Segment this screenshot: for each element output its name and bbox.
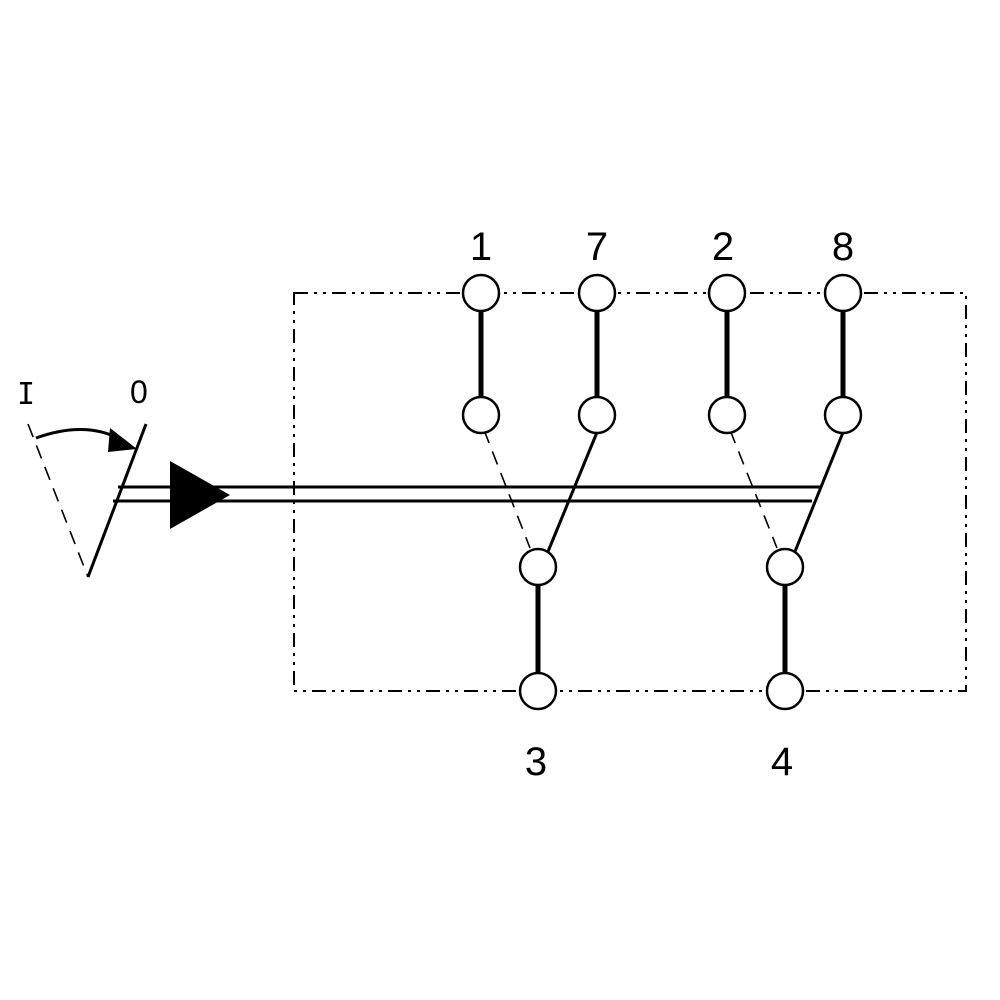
terminal-7 (577, 273, 617, 313)
switch-enclosure (293, 292, 967, 692)
position-off-label: 0 (130, 374, 148, 410)
mechanical-linkage (113, 461, 820, 529)
left-contact-open-path (483, 429, 531, 549)
terminal-label-3: 3 (525, 740, 547, 784)
rotation-arrowhead (108, 428, 137, 452)
terminal-label-8: 8 (832, 225, 854, 269)
terminal-8 (823, 273, 863, 313)
left-contact-blade (545, 424, 602, 555)
terminal-3 (518, 671, 558, 711)
pole-left (461, 273, 617, 711)
right-contact-blade (792, 424, 848, 555)
terminal-label-7: 7 (586, 225, 608, 269)
contact-8-fixed (823, 395, 863, 435)
terminal-2 (707, 273, 747, 313)
contact-3-common (518, 547, 558, 587)
contact-2-fixed (707, 395, 747, 435)
position-on-label: I (17, 377, 35, 412)
rotation-arc (35, 428, 123, 442)
terminal-labels: 1 7 2 8 3 4 (470, 225, 854, 784)
right-contact-open-path (729, 429, 778, 549)
terminal-4 (765, 671, 805, 711)
terminal-label-2: 2 (712, 225, 734, 269)
pole-right (707, 273, 863, 711)
linkage-arrow-icon (170, 461, 230, 529)
contact-4-common (765, 547, 805, 587)
contact-7-fixed (577, 395, 617, 435)
position-on-indicator-line (27, 423, 89, 578)
terminal-label-4: 4 (771, 740, 793, 784)
actuator: I 0 (17, 374, 148, 578)
contact-1-fixed (461, 395, 501, 435)
terminal-label-1: 1 (470, 225, 492, 269)
terminal-1 (461, 273, 501, 313)
